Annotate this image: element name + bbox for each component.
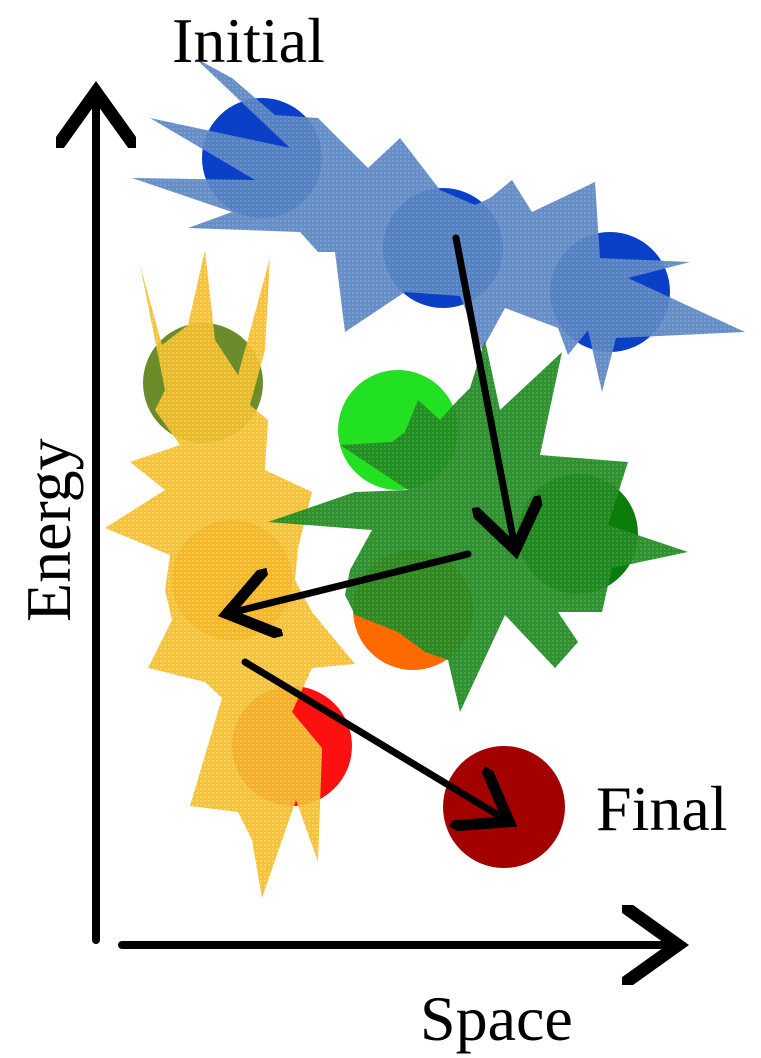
- energy-axis-label: Energy: [13, 438, 84, 622]
- arrow-green-to-yellow: [234, 550, 472, 612]
- arrow-yellow-to-final: [241, 658, 503, 818]
- final-state-circle: [443, 746, 565, 868]
- final-label: Final: [596, 773, 728, 844]
- space-axis-label: Space: [420, 983, 573, 1054]
- blue-neighborhood-burst: [132, 58, 745, 392]
- initial-label: Initial: [172, 5, 325, 76]
- arrow-blue-to-green: [452, 234, 514, 543]
